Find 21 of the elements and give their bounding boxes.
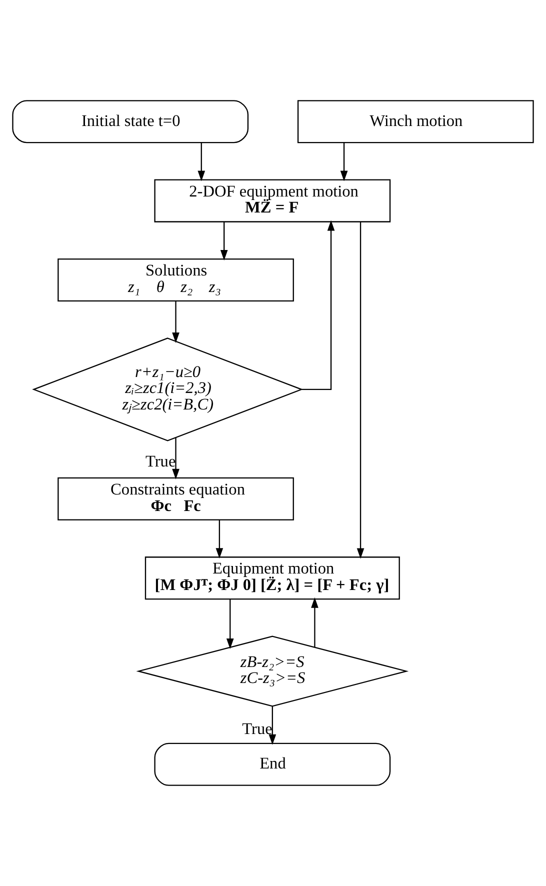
arrow xyxy=(302,220,335,390)
edge-label: True xyxy=(242,718,272,738)
arrow xyxy=(172,301,180,343)
node-box: Constraints equation Φc Fc xyxy=(58,477,294,520)
arrow xyxy=(198,142,206,182)
node-box: Equipment motion [M ΦJᵀ; ΦJ 0] [Z̈; λ] = [F + Fc; γ] xyxy=(144,556,400,600)
arrow xyxy=(226,599,234,649)
node-box: Initial state t=0 xyxy=(12,100,249,144)
node-box: Winch motion xyxy=(297,100,534,144)
arrow xyxy=(216,520,224,559)
arrow xyxy=(340,142,348,182)
node-box: End xyxy=(154,742,391,786)
arrow xyxy=(220,222,228,260)
arrow xyxy=(172,438,180,480)
node-diamond: r+z₁−u≥0 zᵢ≥zc1(i=2,3) zⱼ≥zc2(i=B,C) xyxy=(32,338,304,442)
node-diamond: zB-z₂>=S zC-z₃>=S xyxy=(136,636,409,707)
arrow xyxy=(268,706,276,745)
node-box: 2-DOF equipment motion MZ̈ = F xyxy=(154,179,391,222)
arrow xyxy=(356,222,364,559)
arrow xyxy=(311,597,318,648)
node-box: Solutions z₁ θ z₂ z₃ xyxy=(58,258,294,302)
